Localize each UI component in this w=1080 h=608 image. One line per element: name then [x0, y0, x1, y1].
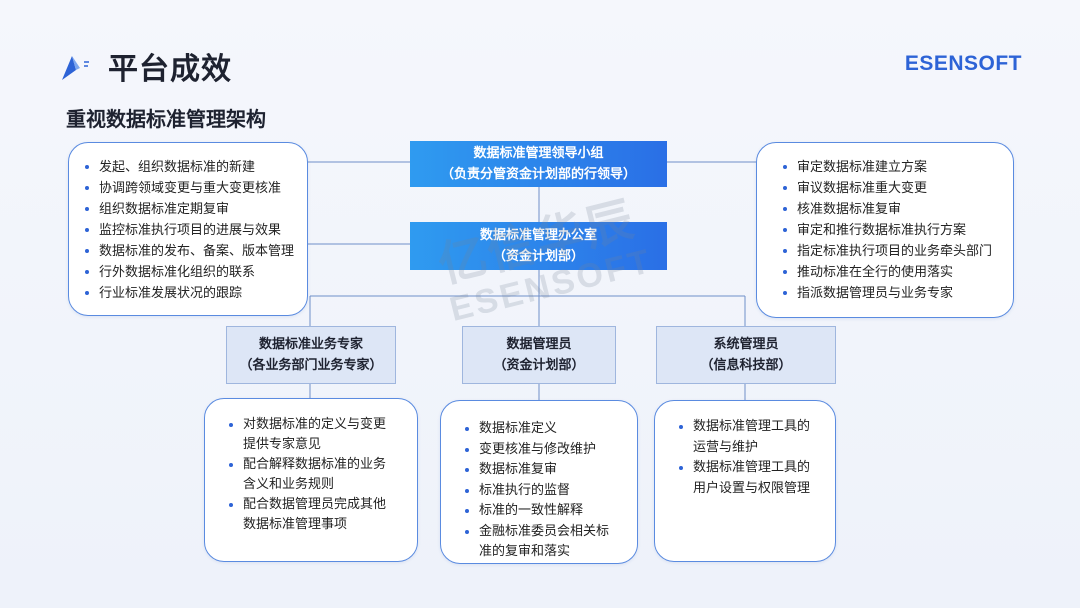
list-item: 审议数据标准重大变更	[781, 178, 1013, 199]
list-item: 标准的一致性解释	[463, 501, 637, 522]
list-item: 审定数据标准建立方案	[781, 157, 1013, 178]
list-item: 数据标准的发布、备案、版本管理	[83, 241, 307, 262]
role-title: 数据管理员	[506, 337, 572, 352]
list-item: 指定标准执行项目的业务牵头部门	[781, 241, 1013, 262]
list-item: 对数据标准的定义与变更提供专家意见	[227, 415, 417, 455]
list-item-line: 变更核准与修改维护	[479, 441, 597, 457]
list-item-line: 对数据标准的定义与变更	[243, 417, 387, 432]
list-item-line: 提供专家意见	[243, 437, 322, 452]
leadership-line1: 数据标准管理领导小组	[473, 146, 604, 161]
list-item: 发起、组织数据标准的新建	[83, 157, 307, 178]
list-item: 金融标准委员会相关标准的复审和落实	[463, 522, 637, 563]
list-item: 推动标准在全行的使用落实	[781, 262, 1013, 283]
list-item-line: 数据标准复审	[479, 462, 558, 477]
brand-arrow-icon	[62, 56, 89, 80]
watermark: 亿信华辰 ESENSOFT	[430, 178, 656, 330]
list-item: 协调跨领域变更与重大变更核准	[83, 178, 307, 199]
list-item: 数据标准管理工具的用户设置与权限管理	[677, 458, 835, 499]
list-item: 数据标准定义	[463, 419, 637, 440]
list-item-line: 标准的一致性解释	[479, 503, 584, 518]
list-item-line: 数据标准定义	[479, 421, 558, 436]
list-item-line: 配合解释数据标准的业务	[243, 457, 387, 472]
role-department: （资金计划部）	[493, 358, 585, 373]
list-item: 监控标准执行项目的进展与效果	[83, 220, 307, 241]
standard-office-box: 数据标准管理办公室 （资金计划部）	[410, 222, 667, 270]
list-item: 标准执行的监督	[463, 481, 637, 502]
role-box-data-admin: 数据管理员 （资金计划部）	[462, 326, 616, 384]
list-item: 行外数据标准化组织的联系	[83, 262, 307, 283]
left-duty-list: 发起、组织数据标准的新建协调跨领域变更与重大变更核准组织数据标准定期复审监控标准…	[69, 143, 307, 304]
list-item: 变更核准与修改维护	[463, 440, 637, 461]
office-line1: 数据标准管理办公室	[479, 228, 597, 243]
office-line2: （资金计划部）	[492, 249, 584, 264]
list-item-line: 用户设置与权限管理	[693, 480, 811, 496]
list-item-line: 运营与维护	[693, 439, 759, 455]
list-item: 审定和推行数据标准执行方案	[781, 220, 1013, 241]
data-admin-card: 数据标准定义变更核准与修改维护数据标准复审标准执行的监督标准的一致性解释金融标准…	[440, 400, 638, 564]
list-item: 核准数据标准复审	[781, 199, 1013, 220]
role-box-system-admin: 系统管理员 （信息科技部）	[656, 326, 836, 384]
list-item: 行业标准发展状况的跟踪	[83, 283, 307, 304]
list-item-line: 数据标准管理工具的	[693, 460, 811, 475]
role-department: （信息科技部）	[700, 358, 792, 373]
list-item: 配合解释数据标准的业务含义和业务规则	[227, 455, 417, 495]
list-item-line: 标准执行的监督	[479, 482, 571, 498]
list-item-line: 数据标准管理工具的	[693, 419, 811, 434]
system-admin-list: 数据标准管理工具的运营与维护数据标准管理工具的用户设置与权限管理	[655, 401, 835, 499]
list-item-line: 含义和业务规则	[243, 477, 335, 492]
list-item: 指派数据管理员与业务专家	[781, 283, 1013, 304]
role-title: 数据标准业务专家	[258, 337, 363, 352]
business-expert-card: 对数据标准的定义与变更提供专家意见配合解释数据标准的业务含义和业务规则配合数据管…	[204, 398, 418, 562]
list-item-line: 准的复审和落实	[479, 544, 571, 559]
leadership-group-box: 数据标准管理领导小组 （负责分管资金计划部的行领导）	[410, 141, 667, 187]
list-item-line: 数据标准管理事项	[243, 517, 348, 532]
list-item: 组织数据标准定期复审	[83, 199, 307, 220]
right-duty-card: 审定数据标准建立方案审议数据标准重大变更核准数据标准复审审定和推行数据标准执行方…	[756, 142, 1014, 318]
leadership-line2: （负责分管资金计划部的行领导）	[440, 167, 636, 182]
right-duty-list: 审定数据标准建立方案审议数据标准重大变更核准数据标准复审审定和推行数据标准执行方…	[757, 143, 1013, 304]
business-expert-list: 对数据标准的定义与变更提供专家意见配合解释数据标准的业务含义和业务规则配合数据管…	[205, 399, 417, 535]
data-admin-list: 数据标准定义变更核准与修改维护数据标准复审标准执行的监督标准的一致性解释金融标准…	[441, 401, 637, 563]
left-duty-card: 发起、组织数据标准的新建协调跨领域变更与重大变更核准组织数据标准定期复审监控标准…	[68, 142, 308, 316]
list-item-line: 配合数据管理员完成其他	[243, 497, 387, 512]
system-admin-card: 数据标准管理工具的运营与维护数据标准管理工具的用户设置与权限管理	[654, 400, 836, 562]
section-subtitle: 重视数据标准管理架构	[66, 107, 266, 131]
page-title: 平台成效	[108, 52, 232, 87]
list-item: 数据标准管理工具的运营与维护	[677, 417, 835, 458]
role-department: （各业务部门业务专家）	[239, 358, 383, 373]
list-item: 配合数据管理员完成其他数据标准管理事项	[227, 495, 417, 535]
list-item: 数据标准复审	[463, 460, 637, 481]
brand-logo: ESENSOFT	[904, 52, 1022, 75]
role-title: 系统管理员	[713, 337, 779, 352]
list-item-line: 金融标准委员会相关标	[479, 523, 610, 539]
role-box-business-expert: 数据标准业务专家 （各业务部门业务专家）	[226, 326, 396, 384]
